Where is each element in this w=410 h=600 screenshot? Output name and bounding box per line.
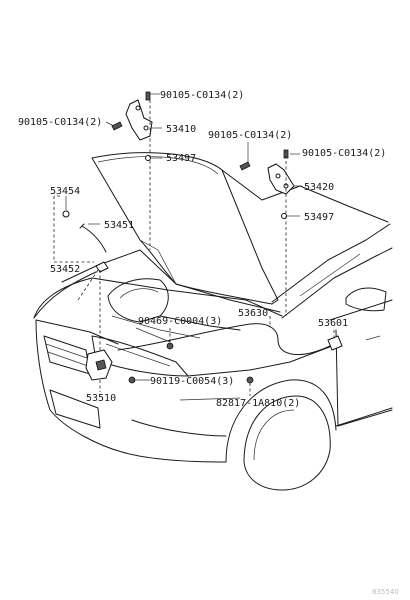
- label-53410: 53410: [166, 124, 196, 135]
- label-53454: 53454: [50, 186, 80, 197]
- hinge-53420: [267, 163, 295, 195]
- label-82817: 82817-1A810(2): [216, 398, 300, 409]
- watermark: 835540: [372, 588, 399, 596]
- holder-53452: [95, 261, 109, 273]
- release-cable-53630: [117, 323, 331, 356]
- leader-lines: [53, 93, 335, 396]
- label-53601: 53601: [318, 318, 348, 329]
- label-53497-left: 53497: [166, 153, 196, 164]
- hinge-53410: [125, 99, 153, 141]
- hood: [91, 152, 389, 305]
- label-53420: 53420: [304, 182, 334, 193]
- label-53497-right: 53497: [304, 212, 334, 223]
- label-90105-right: 90105-C0134(2): [302, 148, 386, 159]
- label-90105-top: 90105-C0134(2): [160, 90, 244, 101]
- label-90119: 90119-C0054(3): [150, 376, 234, 387]
- label-53452: 53452: [50, 264, 80, 275]
- label-90469: 90469-C0004(3): [138, 316, 222, 327]
- part-labels: 90105-C0134(2) 90105-C0134(2) 53410 5349…: [18, 90, 386, 409]
- bolt-90105-right: [239, 149, 289, 171]
- engine: [107, 278, 241, 339]
- label-53630: 53630: [238, 308, 268, 319]
- label-53510: 53510: [86, 393, 116, 404]
- hood-lock-53510: [85, 349, 113, 381]
- clamp-90469: [166, 342, 174, 350]
- hood-support-53451: [62, 210, 107, 253]
- release-lever-53601: [327, 335, 343, 351]
- label-90105-mid: 90105-C0134(2): [208, 130, 292, 141]
- clamp-82817: [246, 376, 254, 384]
- car-body: [33, 223, 393, 491]
- label-53451: 53451: [104, 220, 134, 231]
- bolt-90105-left: [111, 91, 151, 131]
- label-90105-left: 90105-C0134(2): [18, 117, 102, 128]
